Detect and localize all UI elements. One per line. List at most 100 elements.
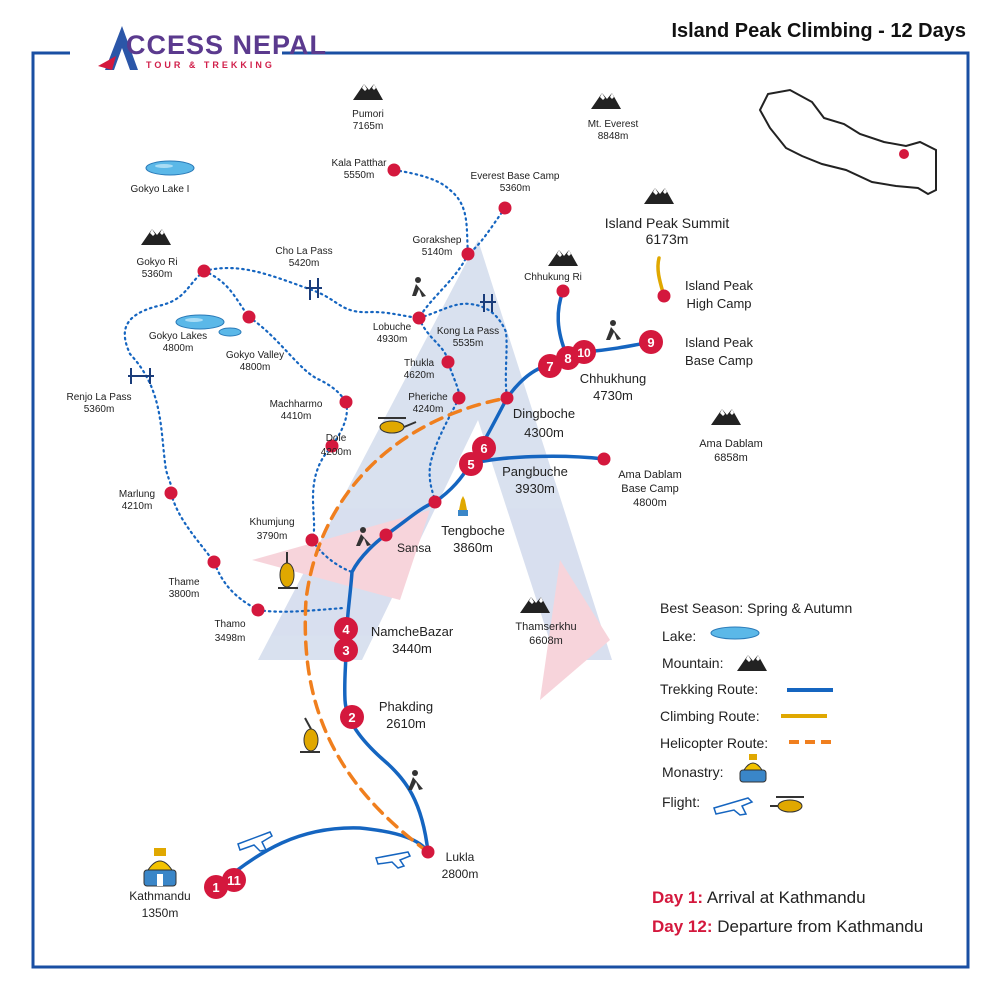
- legend-trekking-label: Trekking Route:: [660, 681, 758, 697]
- day-marker-1: 1: [204, 875, 228, 899]
- label-gokyo-lake1: Gokyo Lake I: [131, 184, 190, 195]
- helicopter-icon: [278, 552, 298, 589]
- label-tengboche-alt: 3860m: [453, 540, 493, 555]
- mountain-icon: [548, 250, 578, 266]
- svg-text:9: 9: [647, 335, 654, 350]
- itinerary-text: Departure from Kathmandu: [717, 917, 924, 936]
- label-everest: Mt. Everest: [588, 119, 639, 130]
- day-marker-4: 4: [334, 617, 358, 641]
- trekker-icon: [412, 277, 426, 297]
- label-marlung: Marlung: [119, 489, 155, 500]
- mountain-icon: [591, 93, 621, 109]
- day-marker-7: 7: [538, 354, 562, 378]
- day-marker-10: 10: [572, 340, 596, 364]
- label-thamo: Thamo: [214, 619, 246, 630]
- label-pangbuche: Pangbuche: [502, 464, 568, 479]
- label-gokyo-valley-alt: 4800m: [240, 362, 271, 373]
- legend-monastry-label: Monastry:: [662, 764, 723, 780]
- helicopter-icon: [300, 717, 320, 753]
- label-lobuche: Lobuche: [373, 322, 412, 333]
- day-marker-5: 5: [459, 452, 483, 476]
- label-dole: Dole: [326, 433, 347, 444]
- legend-best-season: Best Season: Spring & Autumn: [660, 600, 852, 616]
- svg-text:3: 3: [342, 643, 349, 658]
- label-phakding-alt: 2610m: [386, 716, 426, 731]
- label-chhukhung: Chhukhung: [580, 371, 647, 386]
- label-ama-dablam: Ama Dablam: [699, 438, 763, 450]
- airplane-icon: [375, 851, 412, 869]
- label-renjo-la: Renjo La Pass: [66, 392, 131, 403]
- svg-text:5: 5: [467, 457, 474, 472]
- day-marker-9: 9: [639, 330, 663, 354]
- label-gokyo-lakes-alt: 4800m: [163, 343, 194, 354]
- svg-text:2: 2: [348, 710, 355, 725]
- label-machharmo-alt: 4410m: [281, 411, 312, 422]
- label-namche-alt: 3440m: [392, 641, 432, 656]
- label-lukla-alt: 2800m: [442, 867, 479, 881]
- label-base-camp-2: Base Camp: [685, 353, 753, 368]
- label-khumjung: Khumjung: [249, 517, 294, 528]
- svg-text:1: 1: [212, 880, 219, 895]
- airplane-icon: [713, 797, 754, 816]
- day-marker-3: 3: [334, 638, 358, 662]
- waypoint-dots: [164, 163, 671, 859]
- lake-icon: [218, 327, 242, 337]
- mountain-icon: [353, 84, 383, 100]
- label-ebc-alt: 5360m: [500, 183, 531, 194]
- label-thukla-alt: 4620m: [404, 370, 435, 381]
- mountain-icon: [141, 229, 171, 245]
- airplane-icon: [237, 831, 273, 852]
- label-ebc: Everest Base Camp: [471, 171, 560, 182]
- brand-tagline: TOUR & TREKKING: [146, 60, 275, 70]
- itinerary-text: Arrival at Kathmandu: [706, 888, 866, 907]
- label-ama-bc-alt: 4800m: [633, 497, 667, 509]
- label-gokyo-lakes: Gokyo Lakes: [149, 331, 207, 342]
- label-high-camp-2: High Camp: [686, 296, 751, 311]
- label-thamserku-alt: 6608m: [529, 635, 563, 647]
- mountain-icon: [711, 409, 741, 425]
- label-machharmo: Machharmo: [270, 399, 323, 410]
- label-everest-alt: 8848m: [598, 131, 629, 142]
- brand-logo-text: CCESS NEPAL: [126, 30, 328, 60]
- label-ama-dablam-alt: 6858m: [714, 452, 748, 464]
- label-ama-bc-2: Base Camp: [621, 483, 678, 495]
- label-thame: Thame: [168, 577, 200, 588]
- label-gokyo-ri: Gokyo Ri: [136, 257, 177, 268]
- svg-text:8: 8: [564, 351, 571, 366]
- svg-text:7: 7: [546, 359, 553, 374]
- trekker-icon: [606, 320, 621, 340]
- itinerary-day-label: Day 1:: [652, 888, 704, 907]
- day-marker-2: 2: [340, 705, 364, 729]
- label-lukla: Lukla: [446, 850, 475, 864]
- label-thamserku: Thamserkhu: [515, 621, 576, 633]
- monastery-icon: [143, 848, 177, 887]
- legend-flight-label: Flight:: [662, 794, 700, 810]
- trekker-icon: [356, 527, 371, 546]
- helicopter-icon: [378, 417, 417, 434]
- itinerary-day-12: Day 12: Departure from Kathmandu: [652, 917, 923, 937]
- lake-icon: [710, 626, 760, 640]
- label-gorakshep: Gorakshep: [413, 235, 462, 246]
- label-pumori-alt: 7165m: [353, 121, 384, 132]
- legend-mountain-label: Mountain:: [662, 655, 723, 671]
- label-high-camp: Island Peak: [685, 278, 753, 293]
- label-thame-alt: 3800m: [169, 589, 200, 600]
- map-frame: [31, 51, 970, 969]
- legend: Best Season: Spring & Autumn Lake: Mount…: [660, 600, 852, 816]
- label-kong-la: Kong La Pass: [437, 326, 499, 337]
- itinerary-day-label: Day 12:: [652, 917, 713, 936]
- trekker-icon: [408, 770, 423, 790]
- day-markers: 1 11 2 3 4 5 6 7 8 10 9: [204, 330, 663, 899]
- label-kala-patthar: Kala Patthar: [331, 158, 387, 169]
- svg-text:4: 4: [342, 622, 350, 637]
- label-base-camp: Island Peak: [685, 335, 753, 350]
- label-renjo-la-alt: 5360m: [84, 404, 115, 415]
- helicopter-icon: [770, 796, 804, 813]
- label-pheriche: Pheriche: [408, 392, 448, 403]
- legend-helicopter-label: Helicopter Route:: [660, 735, 768, 751]
- svg-text:10: 10: [577, 346, 591, 360]
- label-kathmandu: Kathmandu: [129, 889, 190, 903]
- label-dingboche-alt: 4300m: [524, 425, 564, 440]
- monastery-icon: [458, 496, 468, 516]
